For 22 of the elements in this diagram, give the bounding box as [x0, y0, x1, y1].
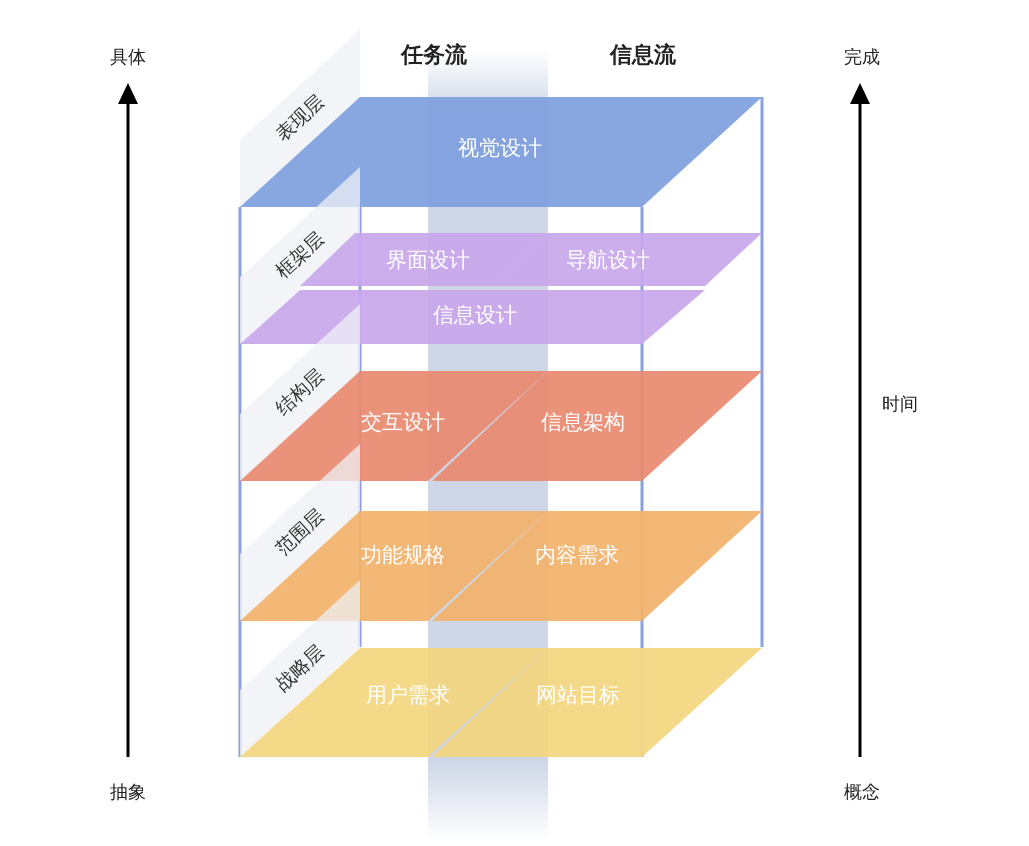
layer-name: 范围层 — [270, 503, 329, 561]
plane-label: 网站目标 — [536, 682, 620, 709]
column-heading: 任务流 — [401, 41, 467, 69]
plane-label: 用户需求 — [366, 682, 450, 709]
layer-name: 表现层 — [270, 89, 329, 147]
layer-name: 框架层 — [270, 226, 329, 284]
plane-label: 视觉设计 — [458, 135, 542, 162]
plane-label: 交互设计 — [361, 409, 445, 436]
plane-label: 功能规格 — [361, 542, 445, 569]
axis-label: 具体 — [110, 45, 146, 69]
plane-label: 导航设计 — [566, 247, 650, 274]
plane-label: 界面设计 — [386, 247, 470, 274]
column-heading: 信息流 — [610, 41, 676, 69]
axis-label: 时间 — [882, 392, 918, 416]
axis-label: 概念 — [844, 780, 880, 804]
layer-name: 结构层 — [270, 363, 329, 421]
axis-label: 完成 — [844, 45, 880, 69]
plane-label: 信息设计 — [433, 302, 517, 329]
plane-label: 内容需求 — [535, 542, 619, 569]
layer-name: 战略层 — [270, 639, 329, 697]
axis-label: 抽象 — [110, 780, 146, 804]
plane-label: 信息架构 — [541, 409, 625, 436]
